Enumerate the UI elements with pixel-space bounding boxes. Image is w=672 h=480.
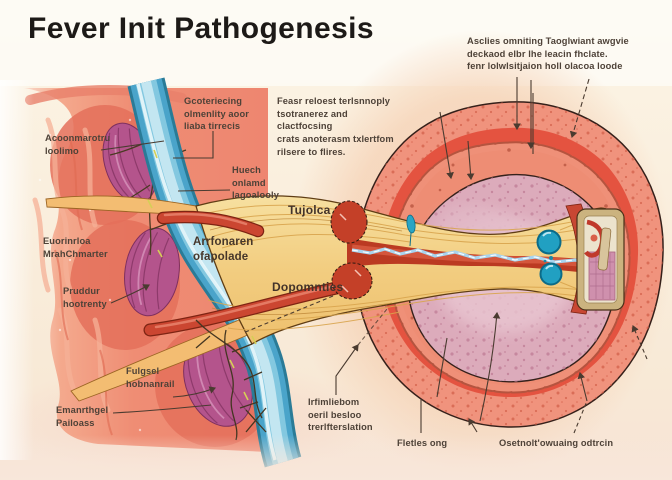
label-irfimliebom: Irfimliebom oeril besloo trerlfterslatio…	[308, 397, 373, 433]
red-vessels	[143, 210, 361, 337]
label-acoonmarotru: Acoonmarotru loolimo	[45, 133, 111, 156]
label-gcoteriecing: Gcoteriecing olmenlity aoor liaba tirrec…	[184, 96, 249, 132]
title-bold: enesis	[278, 12, 374, 45]
label-tujolca: Tujolca	[288, 203, 331, 217]
page-title: Fever Init Pathogenesis	[28, 12, 374, 46]
label-feast-block: Feasr reloest terlsnnoply tsotranerez an…	[277, 96, 394, 157]
muscle-bundles	[102, 122, 253, 427]
label-fletles: Fletles ong	[397, 438, 448, 448]
label-osetnolt: Osetnolt'owuaing odtrcin	[499, 438, 614, 448]
nerve-crossings	[195, 319, 267, 441]
label-dopomnties: Dopomnties	[272, 280, 344, 294]
label-emanrthgel: Emanrthgel Pailoass	[56, 405, 109, 428]
leader-lines	[100, 77, 648, 434]
nerve-highlights	[147, 149, 257, 401]
receptor-structure	[565, 203, 625, 315]
teal-molecules	[406, 214, 563, 286]
label-pruddur: Pruddur hootrenty	[63, 286, 107, 309]
label-arrfonaren: Arrfonaren ofapolade	[193, 236, 254, 263]
edge-fades	[0, 80, 672, 480]
label-fulgsel: Fulgsel hobnanrail	[126, 366, 175, 389]
title-regular: Fever Init Pathog	[28, 12, 279, 45]
label-euorinrloa: Euorinrloa MrahChmarter	[43, 236, 108, 259]
label-top-right-note: Asclies omniting Taoglwiant awgvie decka…	[467, 36, 629, 72]
signal-channel	[330, 200, 598, 300]
label-huech: Huech onlamd lagoalooly	[232, 165, 279, 201]
